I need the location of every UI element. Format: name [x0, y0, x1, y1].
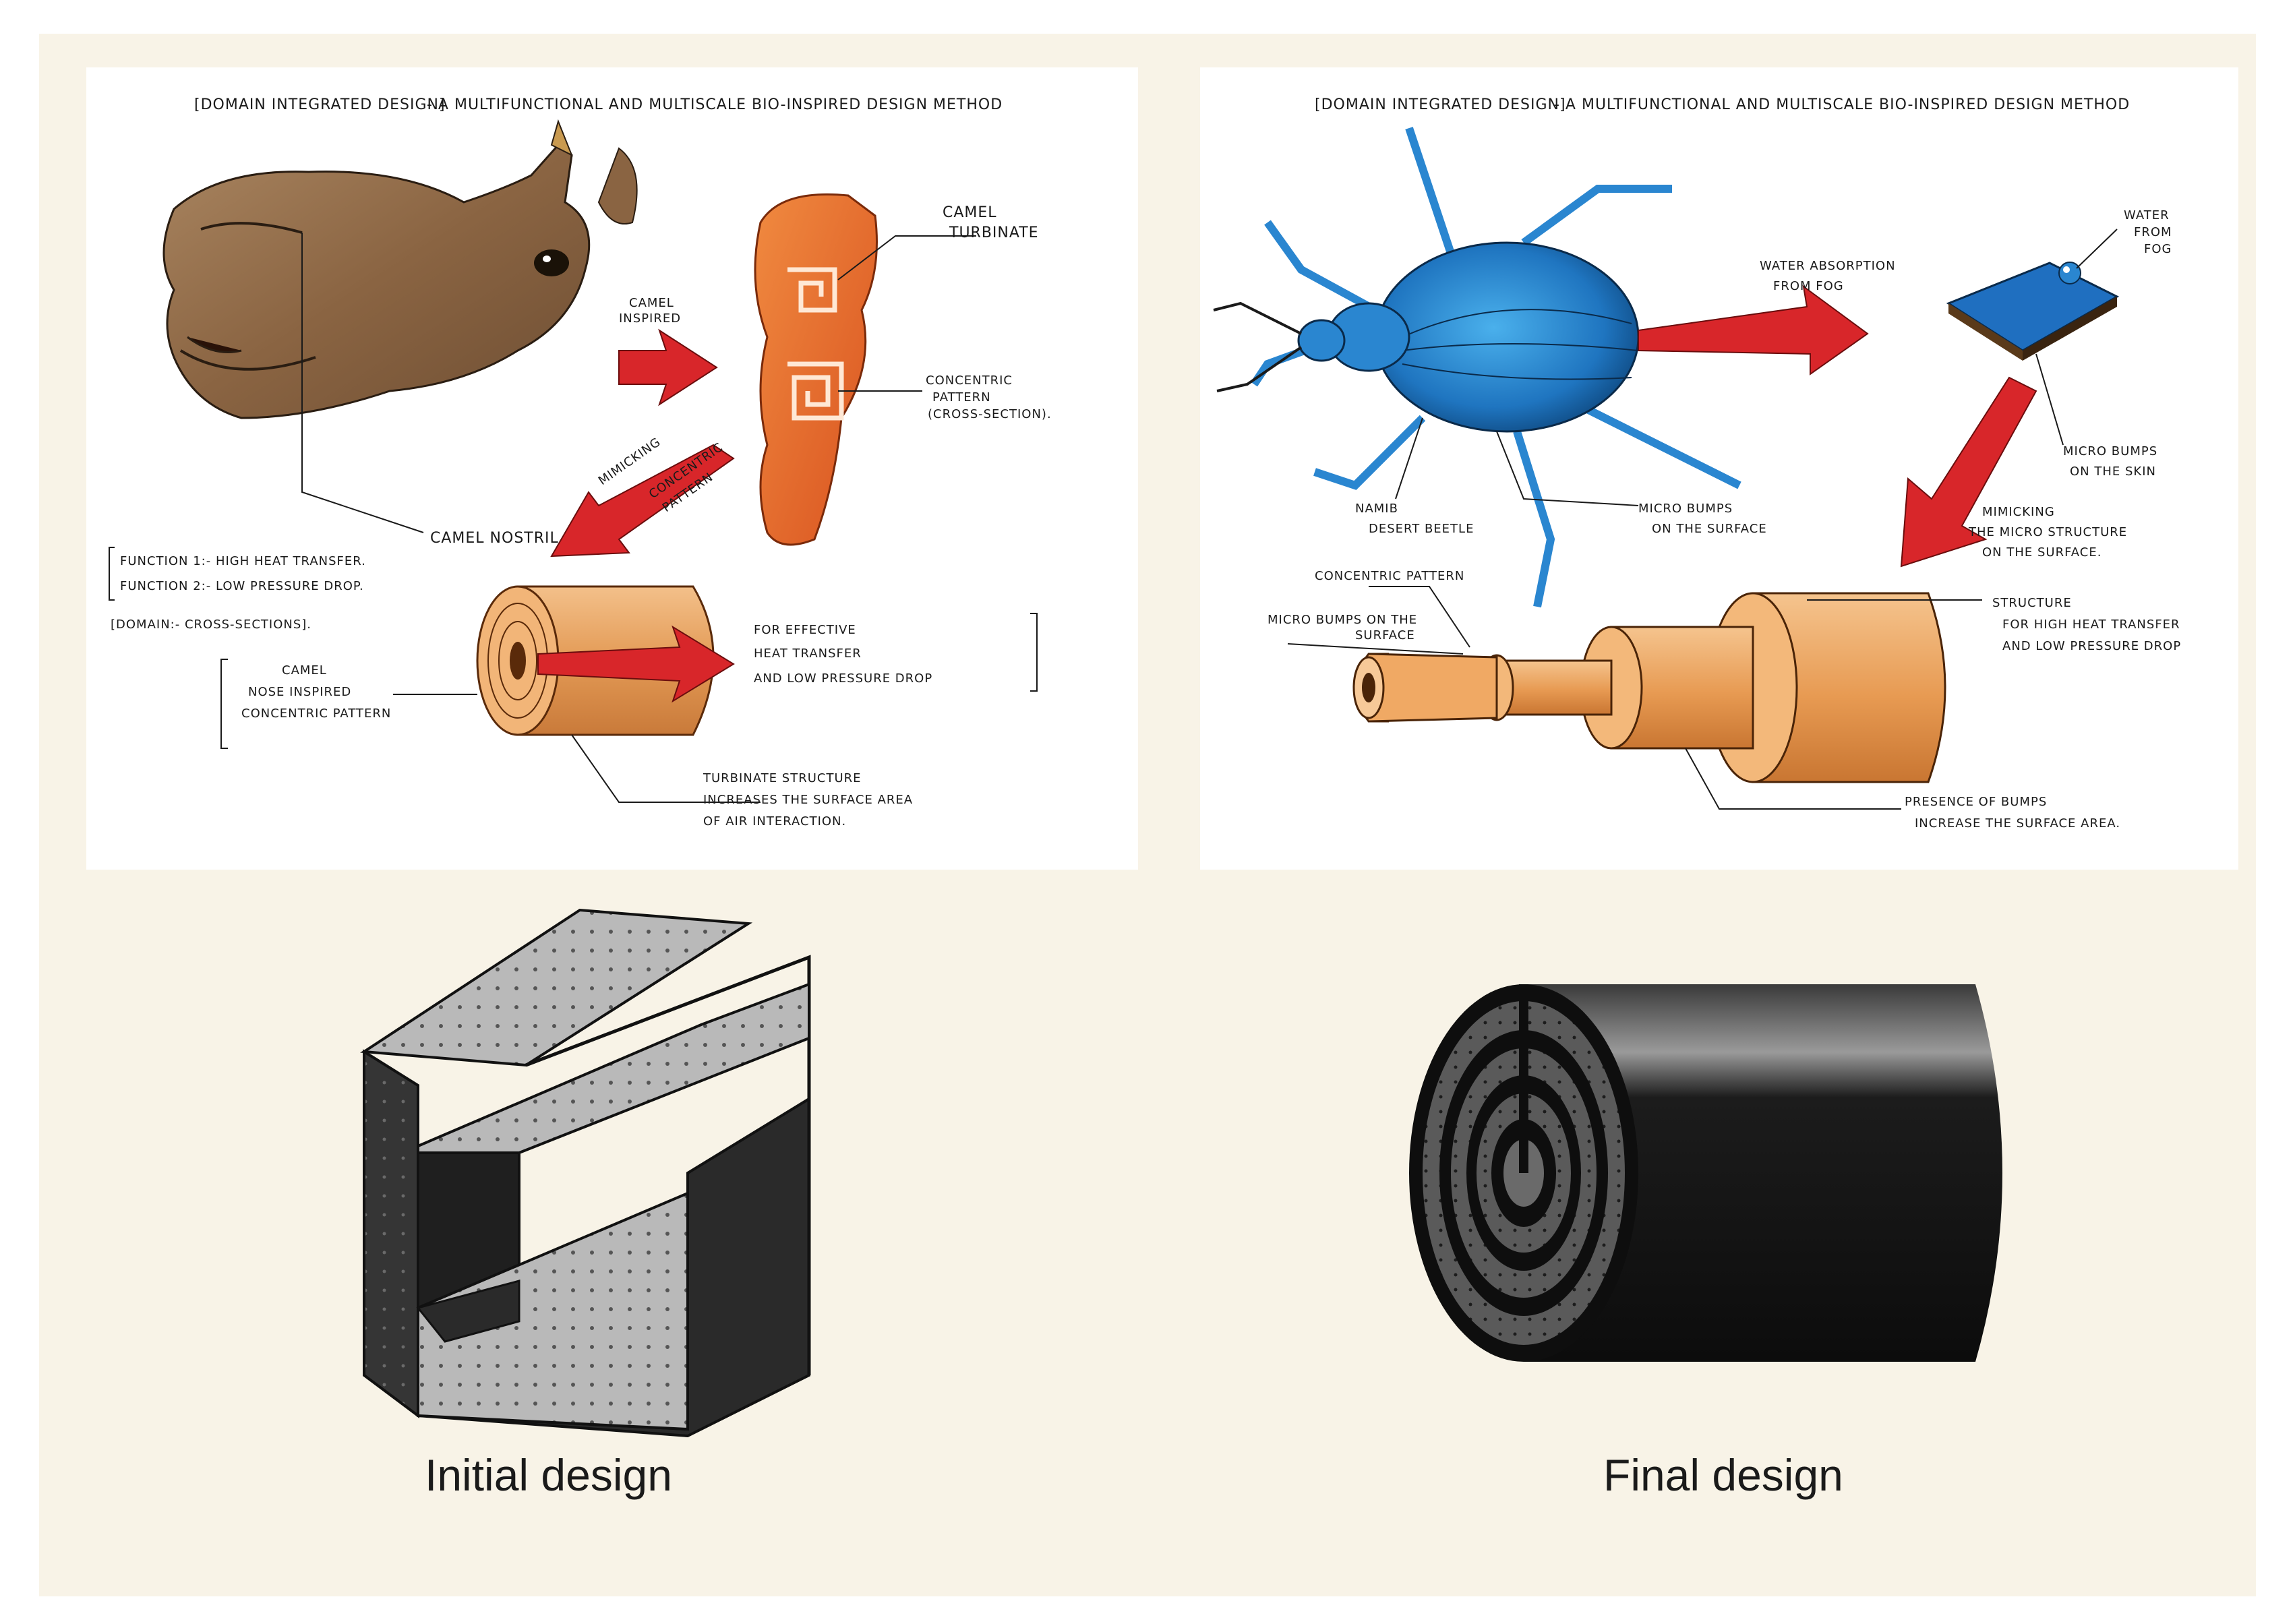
mimicking-arrow — [550, 444, 735, 558]
water-drop-leader — [2076, 229, 2118, 269]
namib-line1: NAMIB — [1355, 502, 1398, 516]
turbinate-structure-leader — [571, 734, 761, 803]
concentric-pattern-label: CONCENTRIC PATTERN — [1315, 569, 1464, 583]
camel-to-turbinate-arrow — [618, 328, 718, 407]
final-design-caption: Final design — [1603, 1450, 1843, 1500]
effective-arrow — [537, 625, 735, 703]
camel-nostril-label: CAMEL NOSTRIL — [430, 530, 559, 547]
namib-line2: DESERT BEETLE — [1369, 522, 1474, 536]
micro-bumps-leader-line — [1287, 643, 1464, 655]
title-rest-text: - A MULTIFUNCTIONAL AND MULTISCALE BIO-I… — [1554, 96, 2130, 113]
water-fog-line2: FROM — [2134, 225, 2172, 239]
micro-bumps-skin-line2: ON THE SKIN — [2070, 464, 2156, 479]
water-absorption-line2: FROM FOG — [1773, 279, 1844, 293]
concentric-cs-line2: PATTERN — [932, 390, 991, 404]
camel-head-drawing — [162, 119, 638, 419]
camel-sketch-panel: [DOMAIN INTEGRATED DESIGN] - A MULTIFUNC… — [86, 67, 1138, 870]
camel-turbinate-line1: CAMEL — [943, 204, 997, 221]
function-1-text: FUNCTION 1:- HIGH HEAT TRANSFER. — [120, 554, 366, 568]
camel-turbinate-line2: TURBINATE — [949, 224, 1039, 241]
camel-sketch-drawing: [DOMAIN INTEGRATED DESIGN] - A MULTIFUNC… — [109, 96, 1052, 829]
namib-leader-line — [1395, 417, 1423, 500]
effective-line3: AND LOW PRESSURE DROP — [754, 671, 932, 686]
initial-design-render — [360, 908, 811, 1438]
micro-bumps-on-surface-line2: SURFACE — [1355, 628, 1415, 642]
water-fog-line3: FOG — [2144, 242, 2172, 256]
effective-bracket — [1030, 613, 1038, 692]
effective-line1: FOR EFFECTIVE — [754, 623, 856, 637]
beetle-drawing — [1213, 127, 1741, 608]
structure-line3: AND LOW PRESSURE DROP — [2002, 639, 2181, 653]
initial-design-caption: Initial design — [425, 1450, 672, 1500]
skin-slab-drawing — [1946, 262, 2120, 361]
skin-leader-line — [2035, 353, 2064, 446]
effective-line2: HEAT TRANSFER — [754, 646, 862, 661]
nostril-leader-line — [301, 233, 424, 533]
micro-bumps-surface-line1: MICRO BUMPS — [1638, 502, 1733, 516]
mimicking-line3: ON THE SURFACE. — [1982, 545, 2102, 560]
water-absorption-line1: WATER ABSORPTION — [1760, 259, 1896, 273]
turbinate-structure-line1: TURBINATE STRUCTURE — [703, 771, 862, 785]
water-fog-line1: WATER — [2124, 208, 2170, 222]
function-2-text: FUNCTION 2:- LOW PRESSURE DROP. — [120, 579, 364, 593]
structure-line1: STRUCTURE — [1992, 596, 2072, 610]
domain-text: [DOMAIN:- CROSS-SECTIONS]. — [111, 618, 311, 632]
concentric-cs-line1: CONCENTRIC — [926, 373, 1013, 388]
title-bracket-text: [DOMAIN INTEGRATED DESIGN] — [194, 96, 446, 113]
title-rest-text: - A MULTIFUNCTIONAL AND MULTISCALE BIO-I… — [427, 96, 1003, 113]
camel-nose-line3: CONCENTRIC PATTERN — [241, 706, 391, 721]
beetle-tube-drawing — [1352, 592, 1946, 783]
micro-bumps-skin-line1: MICRO BUMPS — [2063, 444, 2157, 458]
presence-line2: INCREASE THE SURFACE AREA. — [1915, 816, 2120, 831]
beetle-sketch-panel: [DOMAIN INTEGRATED DESIGN] - A MULTIFUNC… — [1200, 67, 2238, 870]
turbinate-leader-line — [837, 235, 976, 280]
turbinate-structure-line2: INCREASES THE SURFACE AREA — [703, 793, 913, 807]
micro-bumps-surface-line2: ON THE SURFACE — [1652, 522, 1767, 536]
function-bracket — [109, 547, 115, 601]
concentric-leader-line — [1369, 586, 1470, 648]
turbinate-drawing — [754, 193, 878, 546]
surface-leader-line — [1496, 431, 1639, 506]
presence-leader-line — [1685, 748, 1901, 810]
camel-nose-line1: CAMEL — [282, 663, 327, 678]
camel-inspired-line1: CAMEL — [629, 296, 674, 310]
nose-bracket — [220, 659, 228, 749]
camel-nose-line2: NOSE INSPIRED — [248, 685, 351, 699]
beetle-sketch-drawing: [DOMAIN INTEGRATED DESIGN] - A MULTIFUNC… — [1213, 96, 2181, 831]
mimicking-line1: MIMICKING — [1982, 505, 2055, 519]
title-bracket-text: [DOMAIN INTEGRATED DESIGN] — [1315, 96, 1566, 113]
camel-inspired-line2: INSPIRED — [619, 311, 681, 326]
turbinate-structure-line3: OF AIR INTERACTION. — [703, 814, 846, 829]
presence-line1: PRESENCE OF BUMPS — [1905, 795, 2047, 809]
final-design-render — [1409, 984, 2002, 1362]
concentric-cs-line3: (CROSS-SECTION). — [928, 407, 1052, 421]
mimicking-arrow — [1900, 376, 2037, 568]
mimicking-line2: THE MICRO STRUCTURE — [1968, 525, 2127, 539]
structure-line2: FOR HIGH HEAT TRANSFER — [2002, 618, 2180, 632]
water-absorption-arrow — [1638, 284, 1869, 375]
micro-bumps-on-surface-line1: MICRO BUMPS ON THE — [1268, 613, 1417, 627]
